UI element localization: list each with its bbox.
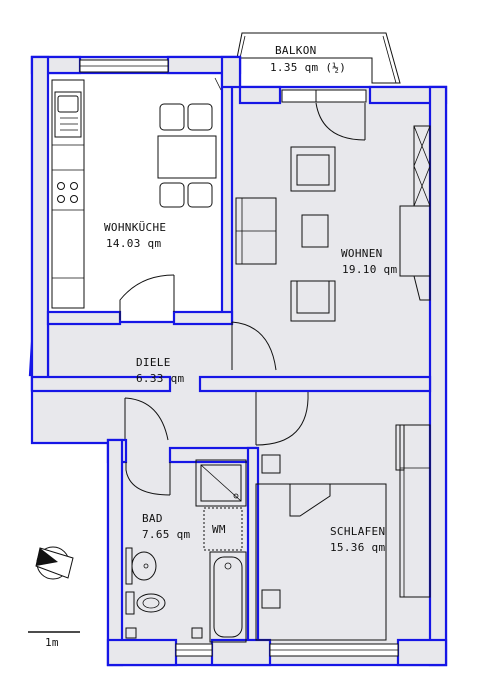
room-area-diele: 6.33 qm <box>136 372 185 385</box>
walls <box>28 55 448 667</box>
room-name-balkon: BALKON <box>275 44 317 57</box>
room-name-bad: BAD <box>142 512 163 525</box>
bath-fixtures <box>125 459 247 643</box>
scale-bar-label: 1m <box>45 636 59 649</box>
living-fixtures <box>235 125 431 322</box>
kitchen-fixtures <box>51 77 222 309</box>
window-kitchen <box>79 59 169 73</box>
room-area-bad: 7.65 qm <box>142 528 191 541</box>
washing-machine-label: WM <box>212 523 226 536</box>
room-area-wohnkueche: 14.03 qm <box>106 237 162 250</box>
north-arrow-icon <box>35 546 74 580</box>
window-schlafen <box>269 643 399 657</box>
room-name-diele: DIELE <box>136 356 171 369</box>
balcony <box>236 32 401 84</box>
room-name-wohnkueche: WOHNKÜCHE <box>104 221 167 234</box>
wall-detail <box>30 55 448 667</box>
window-bad <box>175 643 213 657</box>
room-name-schlafen: SCHLAFEN <box>330 525 386 538</box>
room-area-schlafen: 15.36 qm <box>330 541 386 554</box>
room-name-wohnen: WOHNEN <box>341 247 383 260</box>
room-area-wohnen: 19.10 qm <box>342 263 398 276</box>
room-area-balkon: 1.35 qm (½) <box>270 61 347 74</box>
bedroom-fixtures <box>255 424 431 641</box>
balcony-door <box>281 89 367 141</box>
